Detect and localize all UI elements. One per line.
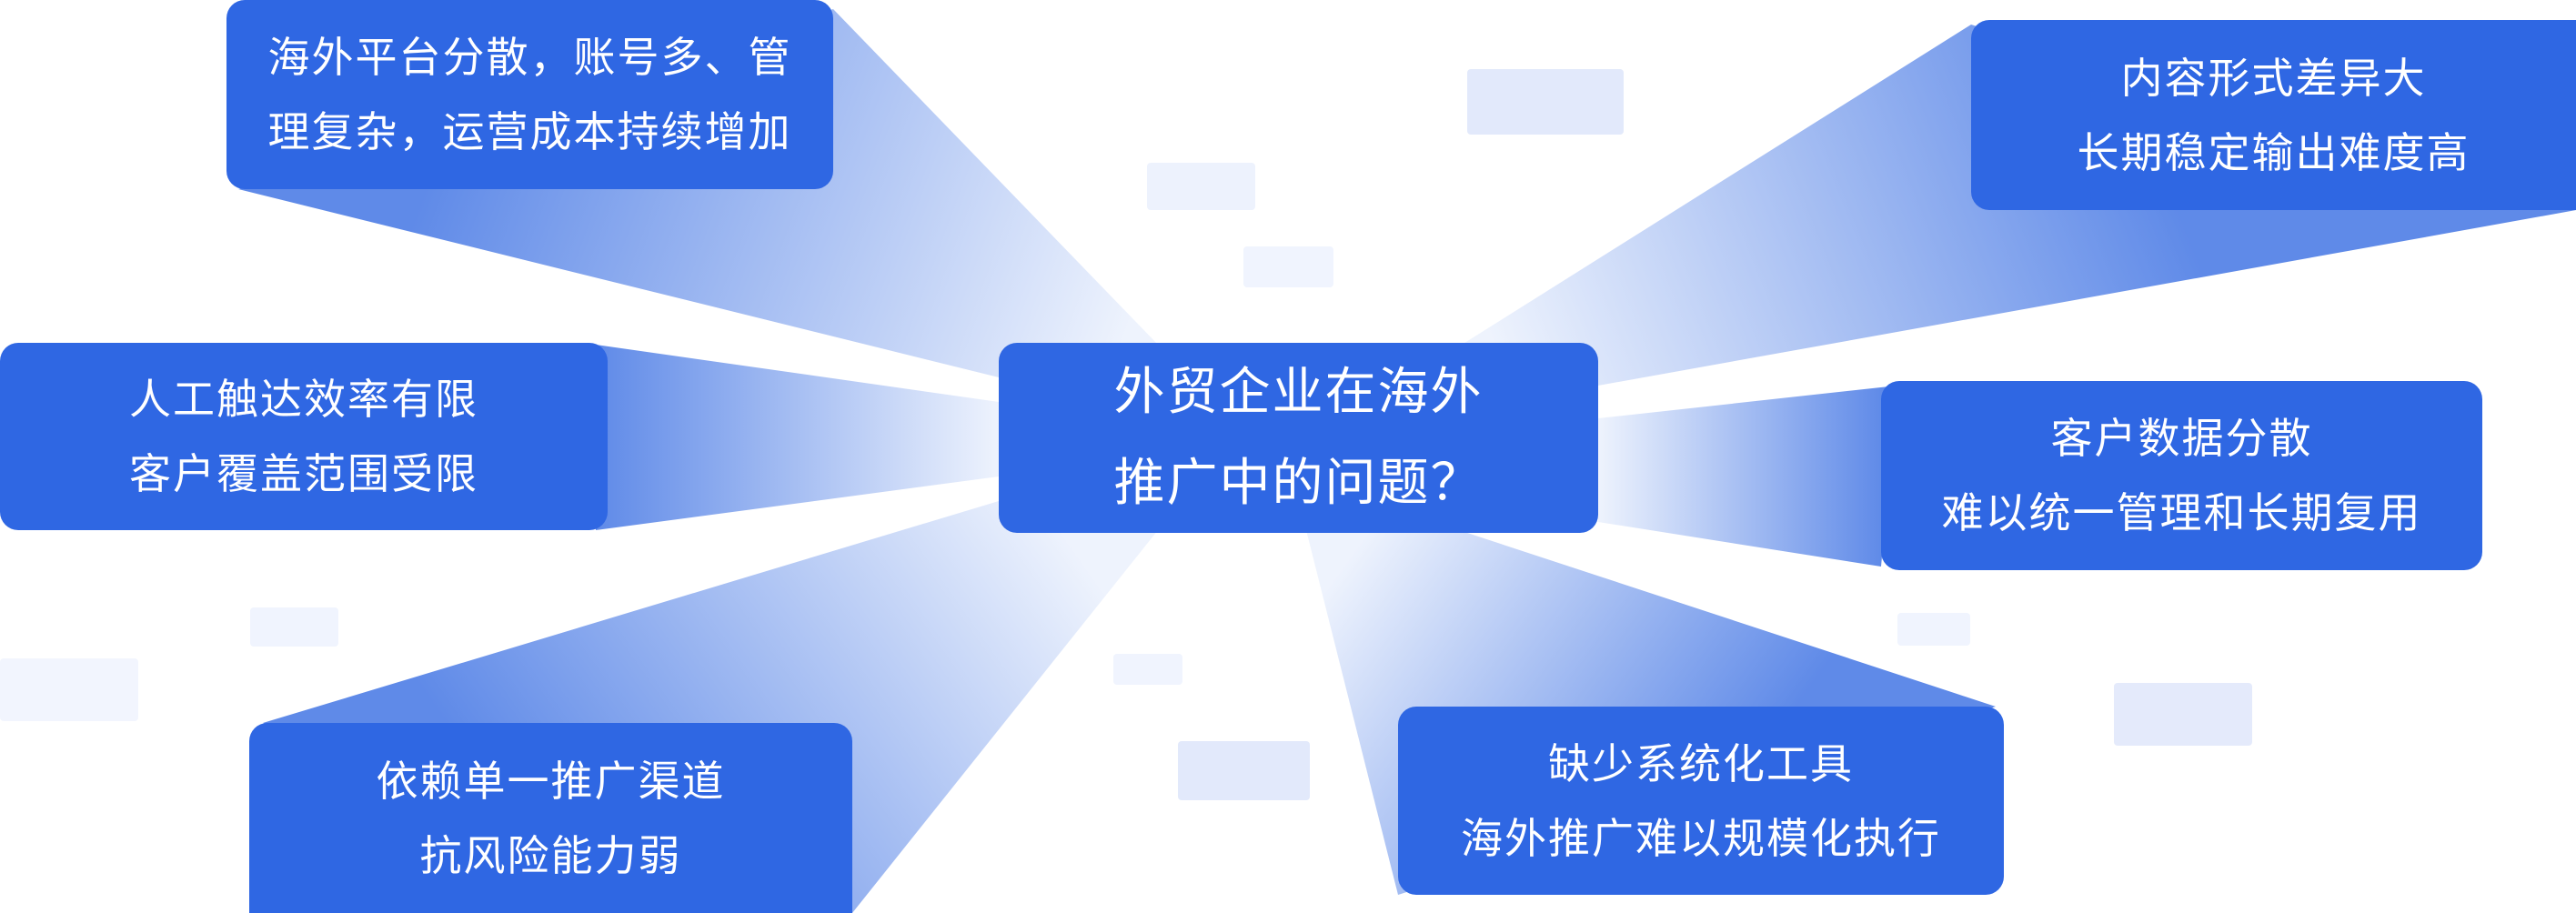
decorative-square bbox=[1243, 246, 1333, 287]
beam-left bbox=[596, 345, 999, 530]
problem-text-line: 抗风险能力弱 bbox=[419, 830, 682, 880]
problem-text-line: 理复杂，运营成本持续增加 bbox=[267, 107, 792, 156]
decorative-square bbox=[1113, 654, 1182, 685]
central-question-line: 推广中的问题？ bbox=[1113, 453, 1484, 513]
beam-bottom-left bbox=[263, 501, 1158, 913]
problem-text-line: 内容形式差异大 bbox=[2120, 53, 2427, 103]
problem-text-line: 依赖单一推广渠道 bbox=[376, 756, 726, 806]
problem-text-line: 缺少系统化工具 bbox=[1548, 738, 1854, 788]
problem-box-single-channel: 依赖单一推广渠道 抗风险能力弱 bbox=[249, 723, 852, 913]
problem-text-line: 客户覆盖范围受限 bbox=[129, 449, 478, 498]
problem-box-tools: 缺少系统化工具 海外推广难以规模化执行 bbox=[1398, 707, 2004, 895]
problem-box-outreach: 人工触达效率有限 客户覆盖范围受限 bbox=[0, 343, 608, 530]
problem-text-line: 长期稳定输出难度高 bbox=[2077, 127, 2470, 177]
problem-text-line: 难以统一管理和长期复用 bbox=[1941, 488, 2422, 537]
problem-text-line: 海外平台分散，账号多、管 bbox=[267, 33, 792, 82]
problem-text-line: 客户数据分散 bbox=[2050, 414, 2313, 463]
central-question-line: 外贸企业在海外 bbox=[1113, 362, 1484, 422]
beam-top-left bbox=[238, 9, 1158, 377]
decorative-square bbox=[250, 607, 338, 647]
decorative-square bbox=[1178, 741, 1310, 800]
decorative-square bbox=[1147, 163, 1255, 210]
decorative-square bbox=[0, 658, 138, 721]
beam-right bbox=[1598, 386, 1897, 567]
problem-box-content: 内容形式差异大 长期稳定输出难度高 bbox=[1971, 20, 2576, 210]
decorative-square bbox=[2114, 683, 2252, 746]
problem-box-platforms: 海外平台分散，账号多、管 理复杂，运营成本持续增加 bbox=[226, 0, 833, 189]
decorative-square bbox=[1467, 69, 1624, 135]
problem-box-customer-data: 客户数据分散 难以统一管理和长期复用 bbox=[1881, 381, 2482, 570]
problem-text-line: 海外推广难以规模化执行 bbox=[1461, 813, 1941, 863]
central-question-box: 外贸企业在海外 推广中的问题？ bbox=[999, 343, 1598, 533]
decorative-square bbox=[1897, 613, 1970, 646]
problem-text-line: 人工触达效率有限 bbox=[129, 375, 478, 424]
